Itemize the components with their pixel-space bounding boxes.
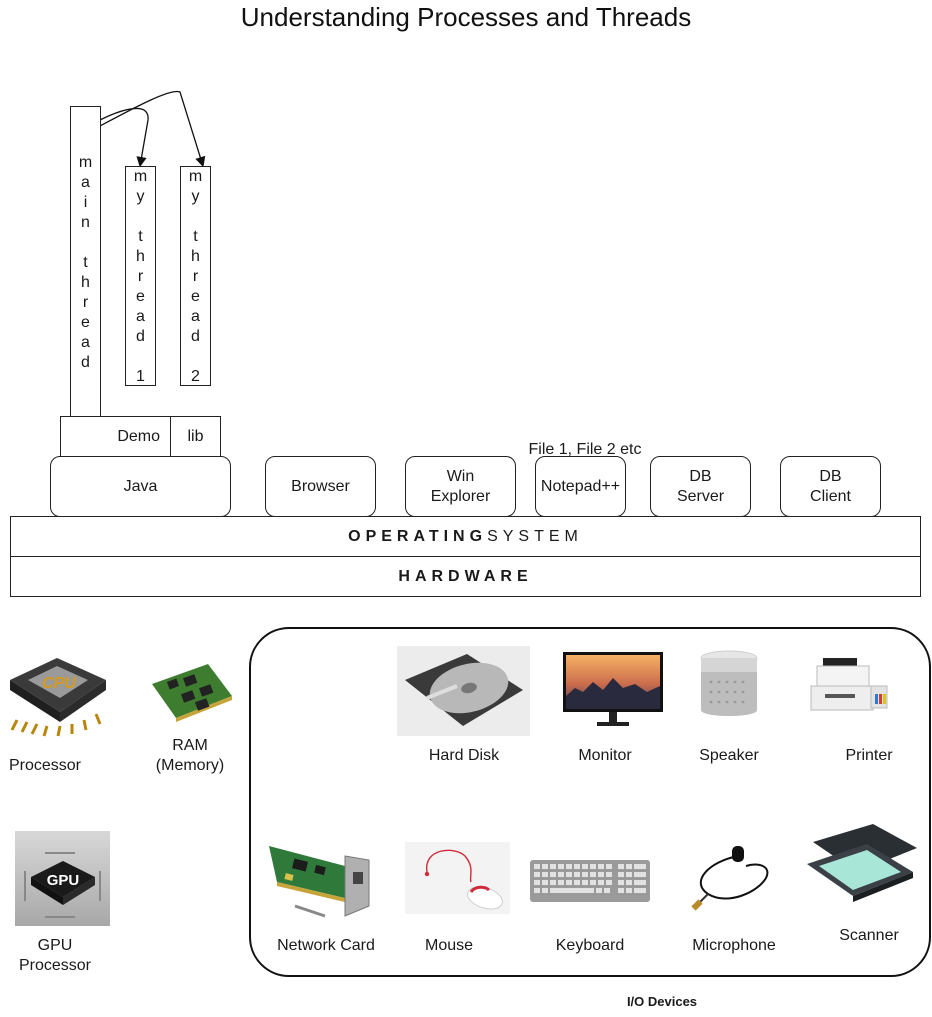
my-thread-2: m y t h r e a d 2 — [180, 166, 211, 386]
hardware-label: HARDWARE — [398, 567, 533, 585]
hardware-layer: HARDWARE — [10, 556, 921, 597]
thread-arrows — [99, 90, 206, 168]
speaker-label: Speaker — [699, 747, 759, 764]
hard-disk-icon — [397, 646, 530, 736]
my-thread-1-label: m y t h r e a d 1 — [133, 168, 148, 385]
printer-icon — [810, 658, 888, 711]
cpu-icon: CPU — [10, 658, 106, 737]
lib-label: lib — [187, 427, 204, 445]
ram-label: RAM (Memory) — [155, 737, 225, 774]
arrow-to-thread-2 — [99, 90, 206, 168]
gpu-label: GPU Processor — [18, 937, 92, 974]
microphone-label: Microphone — [692, 937, 776, 954]
lib-box: lib — [170, 416, 221, 457]
keyboard-icon — [530, 860, 650, 902]
notepad-label: Notepad++ — [540, 477, 621, 495]
scanner-icon — [807, 824, 917, 902]
my-thread-1: m y t h r e a d 1 — [125, 166, 156, 386]
main-thread-label: m a i n t h r e a d — [78, 154, 93, 371]
diagram-title: Understanding Processes and Threads — [240, 2, 692, 32]
mouse-label: Mouse — [424, 937, 474, 954]
win-explorer-label: Win Explorer — [430, 467, 491, 505]
keyboard-label: Keyboard — [555, 937, 625, 954]
network-card-icon — [269, 846, 370, 918]
demo-label: Demo — [117, 427, 160, 445]
microphone-icon — [691, 846, 769, 911]
cpu-icon-text: CPU — [41, 674, 78, 692]
notepad-files-note: File 1, File 2 etc — [528, 441, 642, 458]
network-card-label: Network Card — [277, 937, 375, 954]
io-devices-caption: I/O Devices — [626, 994, 698, 1009]
gpu-icon: GPU — [15, 831, 110, 926]
ram-icon — [152, 664, 232, 722]
db-server-process: DB Server — [650, 456, 751, 517]
processor-label: Processor — [8, 757, 82, 774]
mouse-icon — [405, 842, 510, 914]
os-bold-label: OPERATING — [348, 527, 488, 545]
hard-disk-label: Hard Disk — [428, 747, 500, 764]
os-normal-label: SYSTEM — [487, 527, 583, 545]
my-thread-2-label: m y t h r e a d 2 — [188, 168, 203, 385]
demo-class-box: Demo — [60, 416, 171, 457]
gpu-icon-text: GPU — [47, 872, 80, 889]
java-process: Java — [50, 456, 231, 517]
printer-label: Printer — [845, 747, 893, 764]
main-thread: m a i n t h r e a d — [70, 106, 101, 417]
db-client-process: DB Client — [780, 456, 881, 517]
win-explorer-process: Win Explorer — [405, 456, 516, 517]
browser-label: Browser — [291, 477, 350, 495]
monitor-icon — [563, 652, 663, 726]
speaker-icon — [700, 650, 758, 716]
arrow-to-thread-1 — [99, 107, 149, 168]
java-label: Java — [123, 477, 158, 495]
notepad-process: Notepad++ — [535, 456, 626, 517]
browser-process: Browser — [265, 456, 376, 517]
monitor-label: Monitor — [578, 747, 632, 764]
db-client-label: DB Client — [810, 467, 851, 505]
db-server-label: DB Server — [676, 467, 725, 505]
scanner-label: Scanner — [839, 927, 899, 944]
io-devices-frame — [249, 627, 931, 977]
